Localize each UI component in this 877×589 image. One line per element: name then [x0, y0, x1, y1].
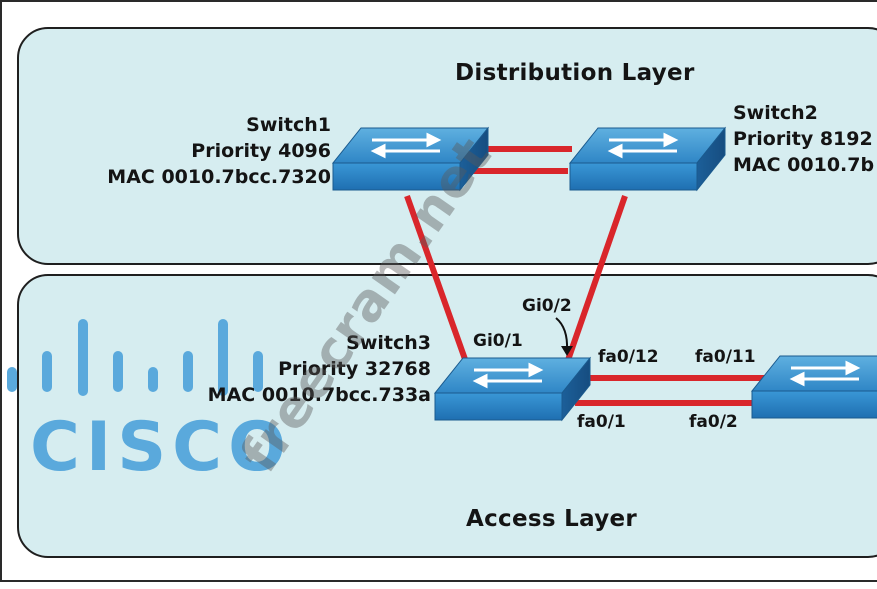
switch4-icon — [750, 355, 877, 419]
switch1-label: Switch1 Priority 4096 MAC 0010.7bcc.7320 — [107, 112, 331, 190]
link-sw2-sw3 — [565, 195, 628, 361]
port-gi0-1-label: Gi0/1 — [473, 331, 523, 351]
access-layer-title: Access Layer — [466, 506, 638, 532]
switch3-name: Switch3 — [346, 332, 431, 354]
port-fa0-11-label: fa0/11 — [695, 347, 756, 367]
switch2-name: Switch2 — [733, 102, 818, 124]
switch1-priority: Priority 4096 — [191, 140, 331, 162]
switch2-priority: Priority 8192 — [733, 128, 873, 150]
links — [404, 146, 770, 406]
switch1-name: Switch1 — [246, 114, 331, 136]
distribution-layer-title: Distribution Layer — [455, 60, 695, 86]
port-fa0-12-label: fa0/12 — [598, 347, 659, 367]
link-sw1-sw3 — [404, 194, 469, 364]
gi0-2-arrowhead — [561, 346, 573, 356]
switch2-icon — [568, 126, 727, 192]
switch3-label: Switch3 Priority 32768 MAC 0010.7bcc.733… — [208, 330, 431, 408]
port-fa0-2-label: fa0/2 — [689, 412, 738, 432]
cisco-logo-bars — [7, 319, 263, 396]
port-gi0-2-label: Gi0/2 — [522, 296, 572, 316]
switch1-mac: MAC 0010.7bcc.7320 — [107, 166, 331, 188]
switch2-mac: MAC 0010.7b — [733, 154, 875, 176]
cisco-logo-text: CISCO — [30, 408, 292, 487]
switch3-mac: MAC 0010.7bcc.733a — [207, 384, 431, 406]
switch3-icon — [433, 356, 592, 422]
switch3-priority: Priority 32768 — [278, 358, 431, 380]
switch2-label: Switch2 Priority 8192 MAC 0010.7b — [733, 100, 874, 178]
switch1-icon — [331, 126, 490, 192]
port-fa0-1-label: fa0/1 — [577, 412, 626, 432]
